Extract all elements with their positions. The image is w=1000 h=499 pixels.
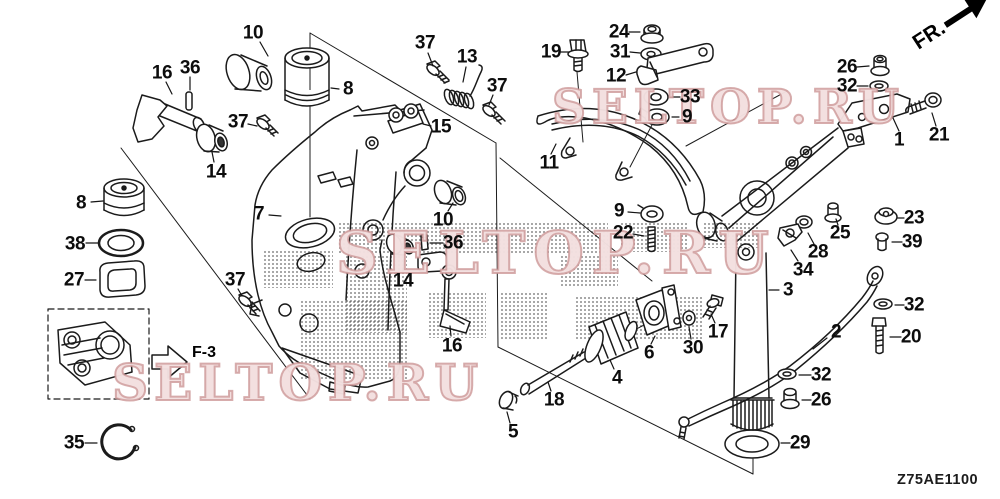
callout-22: 22 bbox=[612, 222, 634, 244]
callout-31: 31 bbox=[609, 41, 631, 63]
friction-assembly-drawing bbox=[498, 284, 724, 411]
front-direction-indicator: FR. bbox=[908, 0, 996, 56]
callout-18: 18 bbox=[543, 389, 565, 411]
callout-7: 7 bbox=[253, 203, 265, 225]
callout-4: 4 bbox=[611, 367, 623, 389]
swivel-shaft-3-drawing bbox=[695, 180, 780, 459]
callout-27: 27 bbox=[63, 269, 85, 291]
grommet-27-drawing bbox=[99, 260, 146, 298]
callout-leader-lines bbox=[84, 31, 937, 444]
callout-24: 24 bbox=[608, 21, 630, 43]
callout-10: 10 bbox=[432, 209, 454, 231]
callout-26: 26 bbox=[810, 389, 832, 411]
diagram-code: Z75AE1100 bbox=[897, 472, 979, 488]
stud-22-drawing bbox=[647, 226, 656, 253]
washer-38-drawing bbox=[97, 228, 145, 258]
f3-reference: F-3 bbox=[150, 344, 216, 362]
callout-2: 2 bbox=[830, 321, 842, 343]
callout-9: 9 bbox=[681, 106, 693, 128]
callout-20: 20 bbox=[900, 326, 922, 348]
callout-3: 3 bbox=[782, 279, 794, 301]
f3-label: F-3 bbox=[192, 344, 216, 361]
callout-32: 32 bbox=[810, 364, 832, 386]
callout-35: 35 bbox=[63, 432, 85, 454]
front-arrow-icon bbox=[943, 0, 988, 28]
pin-36-drawing bbox=[185, 91, 193, 111]
callout-32: 32 bbox=[836, 75, 858, 97]
right-hardware-drawing bbox=[777, 54, 942, 410]
f3-clamp-drawing bbox=[47, 308, 150, 400]
callout-9: 9 bbox=[613, 200, 625, 222]
callout-5: 5 bbox=[507, 421, 519, 443]
callout-37: 37 bbox=[414, 32, 436, 54]
f3-arrow-icon bbox=[151, 345, 188, 379]
friction-plate-11-drawing bbox=[536, 107, 706, 216]
callout-10: 10 bbox=[242, 22, 264, 44]
callout-17: 17 bbox=[707, 321, 729, 343]
clamp-15-drawing bbox=[387, 103, 424, 134]
callout-16: 16 bbox=[151, 62, 173, 84]
bushing-10-drawing bbox=[225, 53, 273, 92]
callout-21: 21 bbox=[928, 124, 950, 146]
bolt-37-drawing bbox=[238, 60, 506, 315]
callout-34: 34 bbox=[792, 259, 814, 281]
lever-16-drawing bbox=[132, 94, 206, 143]
callout-6: 6 bbox=[643, 342, 655, 364]
callout-36: 36 bbox=[179, 57, 201, 79]
callout-12: 12 bbox=[605, 65, 627, 87]
pin-36b-drawing bbox=[420, 233, 429, 251]
callout-33: 33 bbox=[679, 86, 701, 108]
callout-37: 37 bbox=[224, 269, 246, 291]
callout-11: 11 bbox=[539, 152, 559, 174]
bracket-12-drawing bbox=[636, 42, 714, 86]
callout-14: 14 bbox=[205, 161, 227, 183]
callout-39: 39 bbox=[901, 231, 923, 253]
lever-16b-drawing bbox=[417, 251, 471, 334]
callout-30: 30 bbox=[682, 337, 704, 359]
bushing-14b-drawing bbox=[385, 233, 415, 256]
bushing-14-drawing bbox=[195, 123, 228, 153]
bolt-19-drawing bbox=[567, 39, 589, 73]
callout-26: 26 bbox=[836, 56, 858, 78]
callout-14: 14 bbox=[392, 270, 414, 292]
callout-29: 29 bbox=[789, 432, 811, 454]
callout-32: 32 bbox=[903, 294, 925, 316]
callout-1: 1 bbox=[893, 129, 905, 151]
bushing-8-left-drawing bbox=[103, 178, 145, 217]
washer-9b-drawing bbox=[637, 204, 664, 223]
callout-37: 37 bbox=[227, 111, 249, 133]
callout-36: 36 bbox=[442, 232, 464, 254]
callout-15: 15 bbox=[430, 116, 452, 138]
spring-13-drawing bbox=[443, 64, 483, 110]
washer-9a-drawing bbox=[638, 107, 670, 126]
callout-8: 8 bbox=[342, 78, 354, 100]
callout-23: 23 bbox=[903, 207, 925, 229]
washer-33-drawing bbox=[643, 88, 669, 106]
callout-16: 16 bbox=[441, 335, 463, 357]
callout-28: 28 bbox=[807, 241, 829, 263]
steering-bracket-1-drawing bbox=[721, 93, 911, 243]
circlip-35-drawing bbox=[100, 423, 140, 461]
bushing-8-upper-drawing bbox=[284, 47, 330, 107]
link-rod-2-drawing bbox=[678, 265, 884, 440]
bushing-10b-drawing bbox=[433, 179, 467, 206]
callout-37: 37 bbox=[486, 75, 508, 97]
callout-25: 25 bbox=[829, 222, 851, 244]
callout-8: 8 bbox=[75, 192, 87, 214]
callout-19: 19 bbox=[540, 41, 562, 63]
callout-38: 38 bbox=[64, 233, 86, 255]
callout-13: 13 bbox=[456, 46, 478, 68]
nut-24-drawing bbox=[640, 24, 664, 44]
